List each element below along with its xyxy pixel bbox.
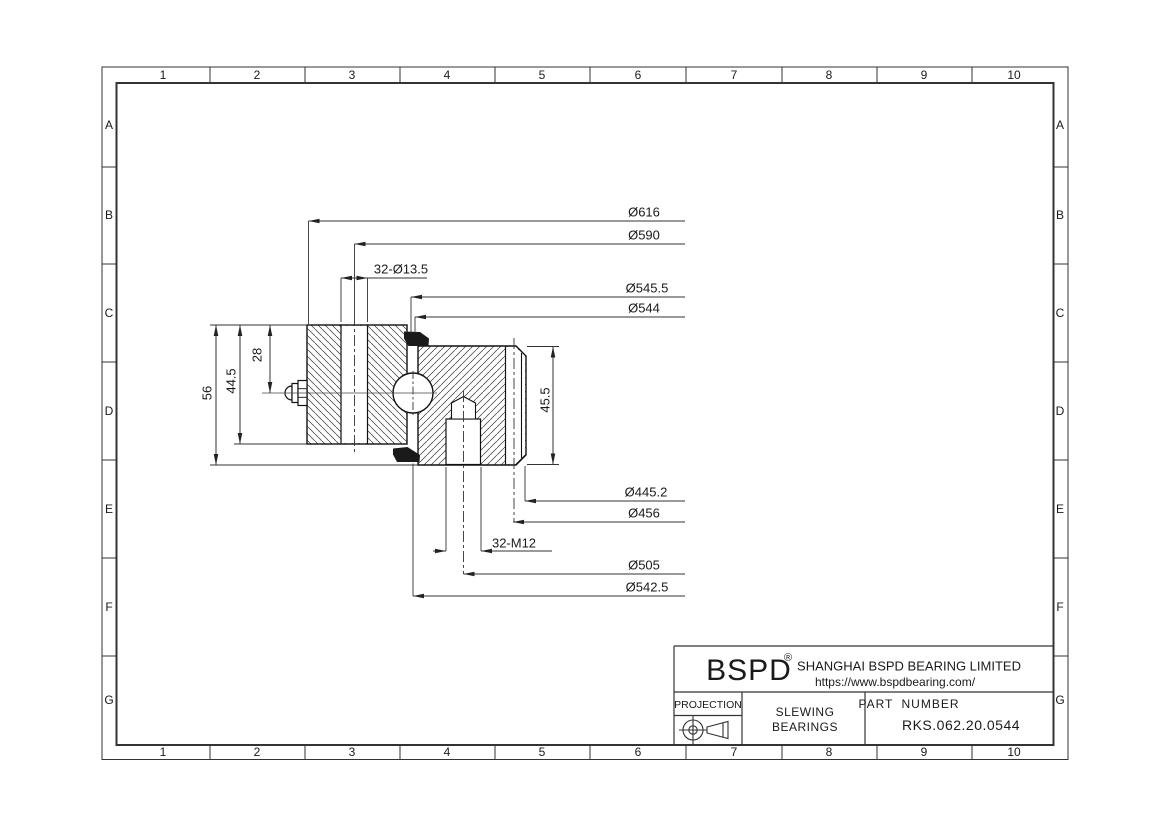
dim-seal-diameter-lower: Ø544 xyxy=(628,300,660,316)
grid-row-label: E xyxy=(1055,502,1065,516)
grid-col-label: 10 xyxy=(1007,745,1021,759)
grid-col-label: 8 xyxy=(825,745,833,759)
grid-col-label: 4 xyxy=(443,68,451,82)
grid-col-label: 7 xyxy=(730,68,738,82)
dim-inner-ring-holes: 32-M12 xyxy=(491,535,537,551)
grid-col-label: 5 xyxy=(538,745,546,759)
grid-col-label: 9 xyxy=(920,68,928,82)
extension-lines xyxy=(210,221,559,596)
grid-row-label: B xyxy=(1055,208,1065,222)
first-angle-projection-icon xyxy=(679,716,729,744)
dim-inner-ring-od: Ø542.5 xyxy=(625,579,669,595)
dim-inner-bolt-circle: Ø505 xyxy=(628,557,660,573)
dimension-lines xyxy=(215,220,685,597)
grid-row-label: G xyxy=(1055,693,1065,707)
grid-row-label: E xyxy=(104,502,114,516)
grid-row-label: D xyxy=(1055,404,1065,418)
registered-mark: ® xyxy=(783,652,793,664)
grid-row-label: F xyxy=(1056,600,1064,614)
grid-col-label: 3 xyxy=(348,68,356,82)
grid-row-label: C xyxy=(1055,306,1065,320)
company-name: SHANGHAI BSPD BEARING LIMITED xyxy=(797,658,1021,674)
projection-label: PROJECTION xyxy=(674,699,742,711)
grid-col-label: 6 xyxy=(634,745,642,759)
outer-ring-section xyxy=(306,324,408,445)
grid-col-label: 3 xyxy=(348,745,356,759)
dim-gear-pitch-diameter: Ø456 xyxy=(628,505,660,521)
dim-gear-tip-diameter: Ø445.2 xyxy=(624,484,668,500)
inner-ring-section xyxy=(417,345,527,466)
grid-col-label: 1 xyxy=(159,68,167,82)
dimension-arrows xyxy=(213,218,556,599)
grid-col-label: 2 xyxy=(253,745,261,759)
company-website: https://www.bspdbearing.com/ xyxy=(814,675,976,689)
upper-seal xyxy=(404,331,429,346)
grid-col-label: 4 xyxy=(443,745,451,759)
grid-col-label: 2 xyxy=(253,68,261,82)
dim-outer-ring-height: 44.5 xyxy=(223,368,239,394)
lower-seal xyxy=(393,447,420,462)
dim-total-height: 56 xyxy=(199,385,215,401)
centerlines xyxy=(262,315,515,574)
sheet-border xyxy=(101,66,1069,760)
dim-grease-fitting-offset: 28 xyxy=(249,347,265,363)
grid-col-label: 7 xyxy=(730,745,738,759)
seals xyxy=(393,331,429,462)
dim-outer-ring-holes: 32-Ø13.5 xyxy=(373,261,429,277)
grid-col-label: 6 xyxy=(634,68,642,82)
dim-outer-bolt-circle: Ø590 xyxy=(628,227,660,243)
grid-ticks xyxy=(102,67,1068,760)
title-block-frame xyxy=(673,645,1053,745)
product-type-line2: BEARINGS xyxy=(771,720,839,734)
grid-col-label: 8 xyxy=(825,68,833,82)
grid-row-label: G xyxy=(104,693,114,707)
grid-col-label: 5 xyxy=(538,68,546,82)
dim-outer-diameter: Ø616 xyxy=(628,204,660,220)
product-type-line1: SLEWING xyxy=(775,705,835,719)
grid-col-label: 9 xyxy=(920,745,928,759)
grid-col-label: 1 xyxy=(159,745,167,759)
grid-row-label: F xyxy=(105,600,113,614)
grid-row-label: A xyxy=(104,118,114,132)
company-logo: BSPD xyxy=(706,654,792,687)
part-number-label: PART NUMBER xyxy=(858,697,960,711)
part-number-value: RKS.062.20.0544 xyxy=(901,717,1021,733)
dim-inner-ring-height: 45.5 xyxy=(537,387,553,413)
grid-row-label: D xyxy=(104,404,114,418)
dim-seal-diameter-upper: Ø545.5 xyxy=(625,280,669,296)
grid-col-label: 10 xyxy=(1007,68,1021,82)
grid-row-label: B xyxy=(104,208,114,222)
grid-row-label: C xyxy=(104,306,114,320)
grid-row-label: A xyxy=(1055,118,1065,132)
